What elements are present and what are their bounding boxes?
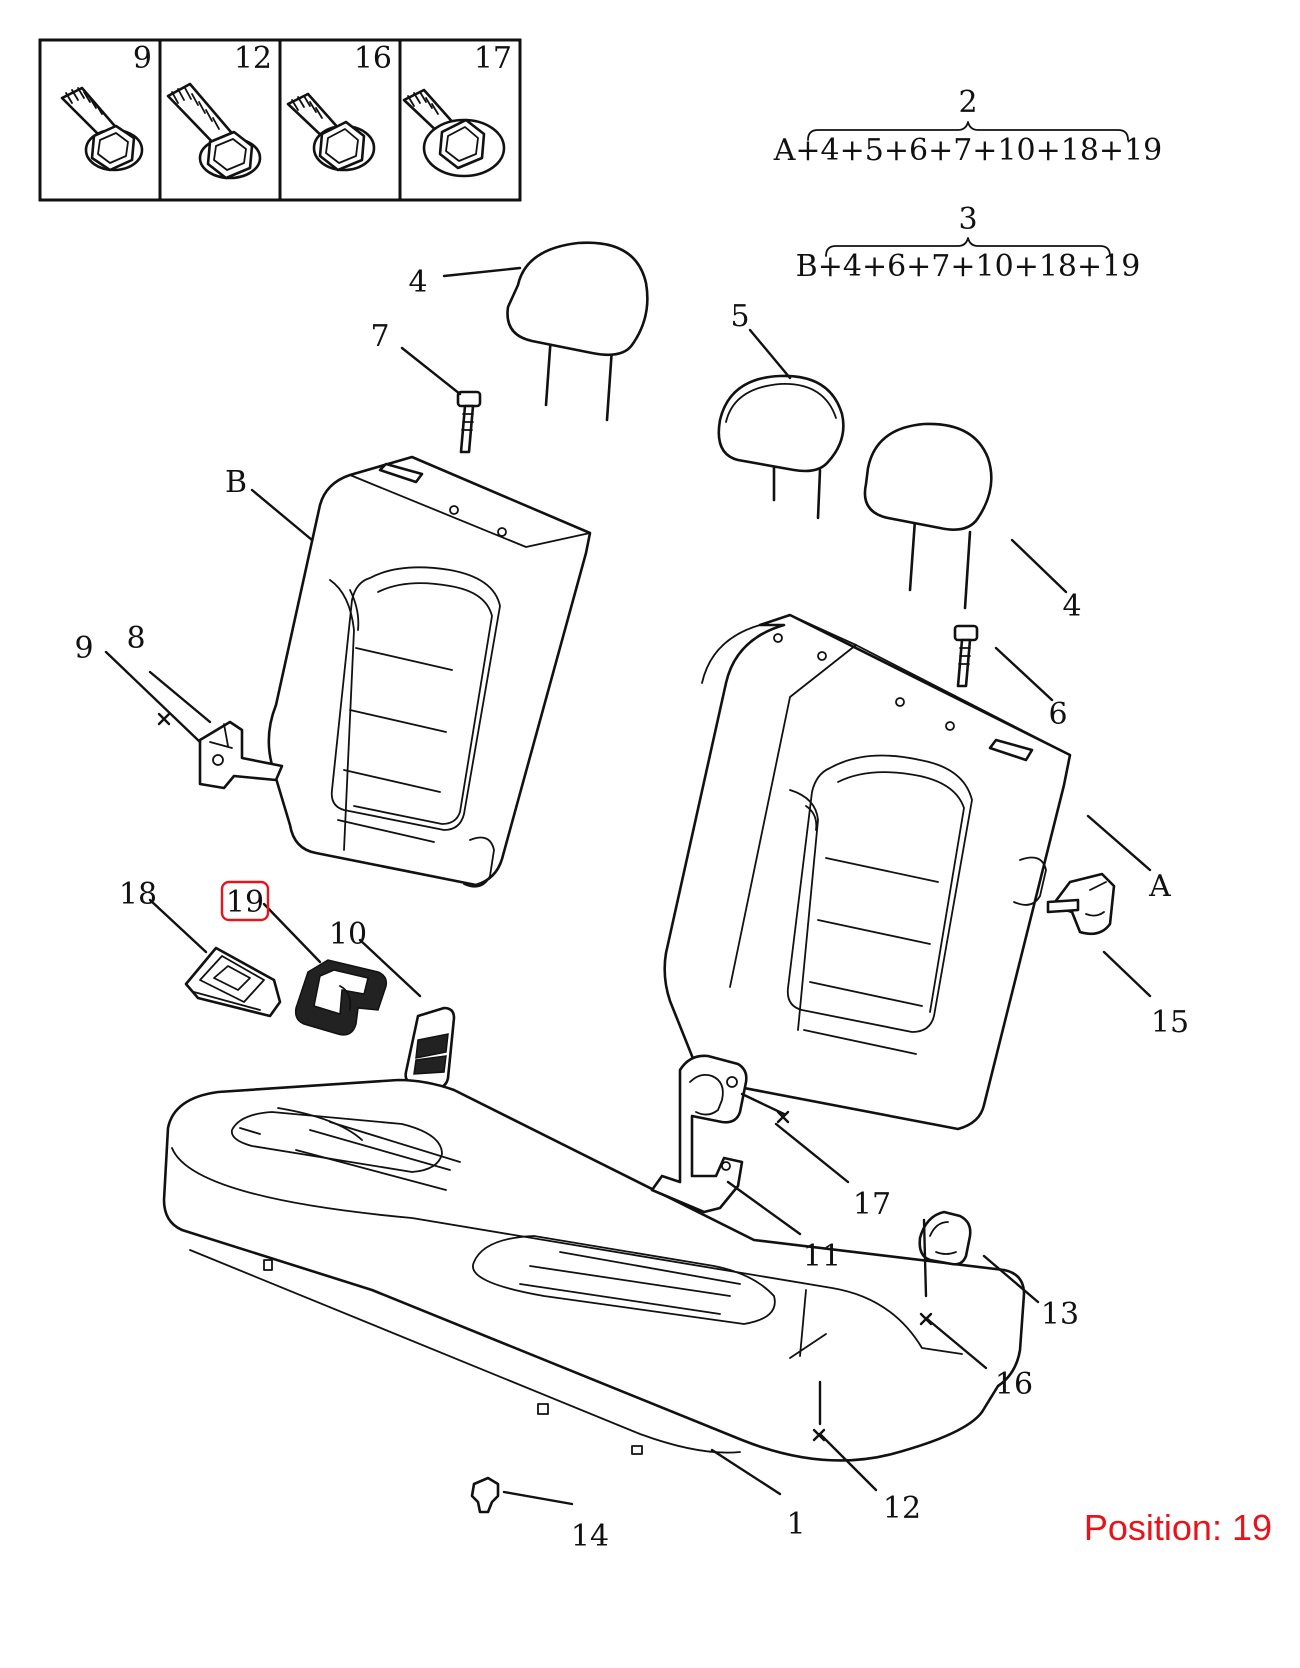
callout-19-highlight-box (220, 880, 270, 922)
assembly-number: 3 (958, 202, 977, 237)
callout-5: 5 (730, 299, 749, 334)
callout-17: 17 (853, 1187, 891, 1222)
clip-part-13 (918, 1210, 972, 1266)
flange-bolt-icon (166, 82, 262, 180)
callout-13: 13 (1041, 1297, 1079, 1332)
leader-lines (104, 266, 1152, 1506)
callout-15: 15 (1151, 1005, 1189, 1040)
callout-1: 1 (786, 1507, 805, 1542)
assembly-number: 2 (958, 85, 977, 120)
position-label: Position: 19 (1084, 1507, 1272, 1548)
assembly-formula-2: 2 A+4+5+6+7+10+18+19 (773, 85, 1163, 168)
headrest-guide-part-7 (456, 390, 482, 454)
flange-bolt-icon (60, 86, 144, 172)
callout-14: 14 (571, 1519, 609, 1554)
seat-cushion-part-1 (162, 1078, 1026, 1462)
fastener-crosses (157, 712, 933, 1442)
cover-part-19 (294, 959, 388, 1036)
flange-bolt-icon (402, 88, 506, 178)
backrest-part-B (267, 455, 592, 888)
fastener-cell-number: 16 (354, 41, 392, 76)
headrest-part-4-right (863, 422, 993, 610)
assembly-formula: B+4+6+7+10+18+19 (796, 249, 1141, 284)
flange-bolt-icon (286, 92, 376, 172)
callouts: 4 7 5 4 6 B A 15 9 8 18 19 10 17 11 13 1… (74, 265, 1189, 1554)
assembly-formula-3: 3 B+4+6+7+10+18+19 (796, 202, 1141, 284)
latch-part-10 (404, 1006, 456, 1090)
bracket-part-8 (198, 720, 284, 790)
callout-10: 10 (329, 917, 367, 952)
callout-11: 11 (803, 1239, 841, 1274)
fastener-table: 9 12 16 17 (38, 38, 522, 202)
callout-16: 16 (995, 1367, 1033, 1402)
backrest-part-A (663, 613, 1072, 1131)
clip-part-14 (470, 1476, 500, 1514)
headrest-guide-part-6 (953, 624, 979, 688)
callout-A: A (1148, 869, 1171, 904)
fastener-cell-number: 9 (133, 41, 152, 76)
callout-B: B (225, 465, 247, 500)
bracket-part-11 (650, 1054, 748, 1214)
callout-9: 9 (74, 631, 93, 666)
callout-6: 6 (1048, 697, 1067, 732)
callout-7: 7 (370, 319, 389, 354)
callout-4-upper: 4 (408, 265, 427, 300)
callout-12: 12 (883, 1491, 921, 1526)
headrest-part-4-upper (506, 241, 649, 422)
fastener-cell-number: 12 (234, 41, 272, 76)
callout-19: 19 (226, 885, 264, 920)
fastener-cell-number: 17 (474, 41, 512, 76)
callout-4-right: 4 (1062, 589, 1081, 624)
pivot-part-15 (1046, 872, 1116, 936)
callout-8: 8 (126, 621, 145, 656)
callout-18: 18 (119, 877, 157, 912)
headrest-part-5 (717, 374, 845, 520)
clip-part-18 (184, 946, 282, 1018)
assembly-formula: A+4+5+6+7+10+18+19 (773, 133, 1163, 168)
